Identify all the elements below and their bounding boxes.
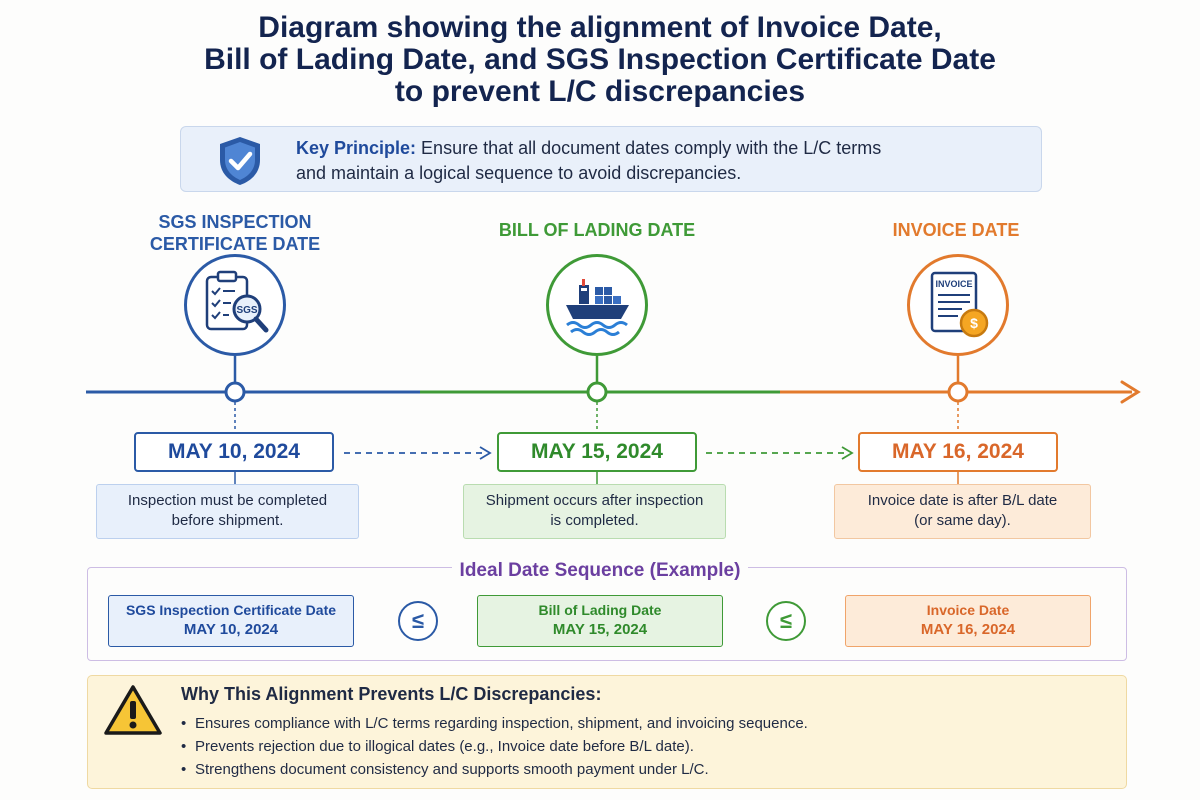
sequence-item-invoice: Invoice Date MAY 16, 2024: [845, 595, 1091, 647]
note-invoice-line-2: (or same day).: [914, 512, 1011, 529]
sequence-item-bl-label: Bill of Lading Date: [538, 602, 662, 618]
timeline-node-invoice: [947, 381, 969, 403]
note-invoice: Invoice date is after B/L date (or same …: [834, 484, 1091, 539]
invoice-icon-label: INVOICE: [935, 279, 972, 289]
sequence-item-sgs: SGS Inspection Certificate Date MAY 10, …: [108, 595, 354, 647]
page-title: Diagram showing the alignment of Invoice…: [0, 12, 1200, 108]
why-bullet-1: Ensures compliance with L/C terms regard…: [181, 712, 808, 735]
sgs-icon-circle: SGS: [184, 254, 286, 356]
stage-heading-sgs-line-1: SGS INSPECTION: [158, 212, 312, 232]
date-box-bl: MAY 15, 2024: [497, 432, 697, 472]
title-line-3: to prevent L/C discrepancies: [394, 75, 806, 108]
stage-heading-bl: BILL OF LADING DATE: [498, 220, 696, 240]
timeline-node-sgs: [224, 381, 246, 403]
why-bullet-3-text: Strengthens document consistency and sup…: [195, 761, 709, 778]
why-bullet-3: Strengthens document consistency and sup…: [181, 758, 808, 781]
stage-heading-invoice: INVOICE DATE: [892, 220, 1020, 240]
sequence-item-bl-date: MAY 15, 2024: [552, 621, 648, 638]
note-sgs-line-2: before shipment.: [171, 512, 284, 529]
note-sgs: Inspection must be completed before ship…: [96, 484, 359, 539]
timeline-arrowhead: [1120, 380, 1141, 404]
svg-text:$: $: [970, 315, 978, 331]
shield-check-icon: [220, 137, 260, 185]
note-bl-line-1: Shipment occurs after inspection: [485, 492, 704, 509]
sequence-item-bl: Bill of Lading Date MAY 15, 2024: [477, 595, 723, 647]
note-bl-line-2: is completed.: [550, 512, 639, 529]
key-principle-line-2: and maintain a logical sequence to avoid…: [296, 163, 742, 183]
clipboard-magnifier-icon: SGS: [205, 270, 269, 333]
warning-triangle-icon: [104, 685, 162, 735]
less-equal-operator-2: ≤: [766, 601, 806, 641]
date-box-sgs: MAY 10, 2024: [134, 432, 334, 472]
key-principle-banner: Key Principle: Ensure that all document …: [180, 126, 1042, 192]
why-bullet-1-text: Ensures compliance with L/C terms regard…: [195, 715, 808, 732]
note-bl: Shipment occurs after inspection is comp…: [463, 484, 726, 539]
title-line-2: Bill of Lading Date, and SGS Inspection …: [204, 43, 996, 76]
date-box-invoice: MAY 16, 2024: [858, 432, 1058, 472]
why-bullet-2: Prevents rejection due to illogical date…: [181, 735, 808, 758]
less-equal-operator-1: ≤: [398, 601, 438, 641]
why-alignment-list: Ensures compliance with L/C terms regard…: [181, 712, 808, 781]
key-principle-label: Key Principle:: [296, 138, 417, 158]
ideal-sequence-title: Ideal Date Sequence (Example): [0, 560, 1200, 582]
sequence-item-sgs-date: MAY 10, 2024: [183, 621, 279, 638]
why-alignment-title: Why This Alignment Prevents L/C Discrepa…: [181, 684, 602, 704]
timeline-node-bl: [586, 381, 608, 403]
bl-icon-circle: [546, 254, 648, 356]
invoice-icon-circle: INVOICE $: [907, 254, 1009, 356]
stage-heading-sgs: SGS INSPECTION CERTIFICATE DATE: [135, 211, 335, 255]
sgs-icon-label: SGS: [236, 305, 257, 316]
cargo-ship-icon: [566, 279, 629, 336]
note-sgs-line-1: Inspection must be completed: [127, 492, 328, 509]
sequence-item-sgs-label: SGS Inspection Certificate Date: [125, 602, 337, 618]
invoice-coin-icon: INVOICE $: [930, 271, 989, 338]
key-principle-text: Key Principle: Ensure that all document …: [296, 136, 1016, 186]
title-line-1: Diagram showing the alignment of Invoice…: [258, 11, 942, 44]
why-bullet-2-text: Prevents rejection due to illogical date…: [195, 738, 694, 755]
note-invoice-line-1: Invoice date is after B/L date: [867, 492, 1058, 509]
sequence-item-invoice-label: Invoice Date: [926, 602, 1010, 618]
sequence-item-invoice-date: MAY 16, 2024: [920, 621, 1016, 638]
key-principle-line-1: Ensure that all document dates comply wi…: [416, 138, 882, 158]
ideal-sequence-title-text: Ideal Date Sequence (Example): [451, 560, 749, 581]
stage-heading-sgs-line-2: CERTIFICATE DATE: [149, 234, 321, 254]
